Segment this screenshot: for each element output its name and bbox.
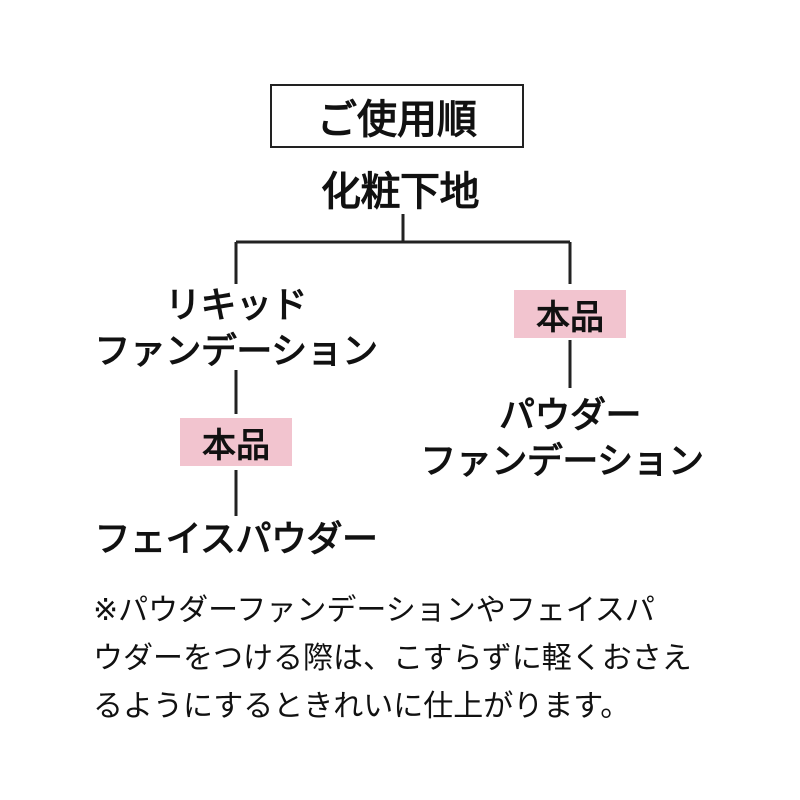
title-box: ご使用順 bbox=[270, 84, 524, 148]
note-line-2: ウダーをつける際は、こすらずに軽くおさえ bbox=[93, 641, 692, 676]
left-step1-line1: リキッド bbox=[164, 285, 308, 326]
left-step1-line2: ファンデーション bbox=[94, 331, 378, 372]
root-step-primer: 化粧下地 bbox=[321, 169, 480, 215]
right-step2-line1: パウダー bbox=[498, 395, 642, 436]
note-line-3: るようにするときれいに仕上がります。 bbox=[93, 689, 631, 724]
left-product-badge: 本品 bbox=[180, 418, 292, 466]
right-step2-line2: ファンデーション bbox=[420, 441, 704, 482]
left-step3-face-powder: フェイスパウダー bbox=[94, 519, 378, 560]
note-line-1: ※パウダーファンデーションやフェイスパ bbox=[93, 593, 655, 628]
right-product-badge: 本品 bbox=[514, 290, 626, 338]
